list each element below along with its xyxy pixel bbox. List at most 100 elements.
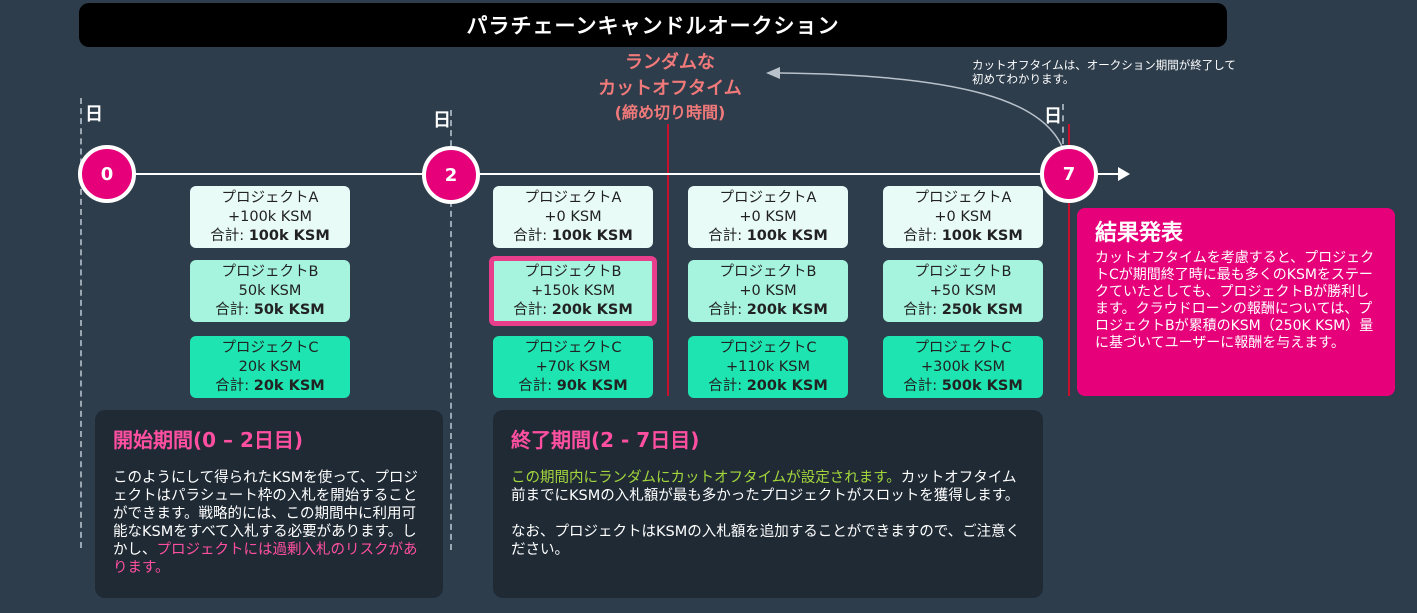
timeline-axis	[108, 173, 1128, 175]
total-prefix: 合計:	[513, 227, 552, 244]
project-total: 合計: 20k KSM	[190, 377, 350, 396]
project-box-c-col2: プロジェクトC +110k KSM 合計: 200k KSM	[688, 336, 848, 398]
start-period-box: 開始期間(0 – 2日目) このようにして得られたKSMを使って、プロジェクトは…	[95, 410, 443, 598]
total-prefix: 合計:	[513, 301, 552, 318]
total-prefix: 合計:	[708, 227, 747, 244]
project-box-c-col1: プロジェクトC +70k KSM 合計: 90k KSM	[493, 336, 653, 398]
project-total: 合計: 200k KSM	[688, 301, 848, 320]
project-name: プロジェクトA	[524, 189, 622, 206]
end-period-box: 終了期間(2 - 7日目) この期間内にランダムにカットオフタイムが設定されます…	[493, 410, 1043, 598]
project-delta: +0 KSM	[739, 208, 797, 225]
total-value: 100k KSM	[248, 227, 330, 244]
project-box-c-col3: プロジェクトC +300k KSM 合計: 500k KSM	[883, 336, 1043, 398]
day-label-0: 日	[85, 104, 103, 125]
day0-dashed-line	[80, 98, 82, 548]
page-title: パラチェーンキャンドルオークション	[79, 3, 1227, 47]
total-prefix: 合計:	[903, 227, 942, 244]
project-box-c-col0: プロジェクトC 20k KSM 合計: 20k KSM	[190, 336, 350, 398]
marker-day-0: 0	[78, 145, 136, 203]
project-name: プロジェクトA	[914, 189, 1012, 206]
total-value: 20k KSM	[253, 377, 325, 394]
total-prefix: 合計:	[518, 377, 557, 394]
project-total: 合計: 100k KSM	[688, 227, 848, 246]
timeline-arrow-icon	[1118, 167, 1130, 181]
project-total: 合計: 100k KSM	[883, 227, 1043, 246]
project-total: 合計: 250k KSM	[883, 301, 1043, 320]
result-body: カットオフタイムを考慮すると、プロジェクトCが期間終了時に最も多くのKSMをステ…	[1095, 250, 1375, 351]
project-name: プロジェクトC	[914, 339, 1012, 356]
project-delta: +0 KSM	[739, 282, 797, 299]
project-delta: +300k KSM	[920, 358, 1006, 375]
project-total: 合計: 500k KSM	[883, 377, 1043, 396]
total-value: 100k KSM	[746, 227, 828, 244]
project-name: プロジェクトB	[914, 263, 1012, 280]
project-total: 合計: 100k KSM	[493, 227, 653, 246]
project-name: プロジェクトC	[524, 339, 622, 356]
day-label-7: 日	[1044, 106, 1062, 127]
project-box-a-col0: プロジェクトA +100k KSM 合計: 100k KSM	[190, 186, 350, 248]
result-box: 結果発表 カットオフタイムを考慮すると、プロジェクトCが期間終了時に最も多くのK…	[1077, 208, 1395, 396]
project-name: プロジェクトB	[221, 263, 319, 280]
project-delta: +0 KSM	[544, 208, 602, 225]
total-prefix: 合計:	[210, 227, 249, 244]
cutoff-note: カットオフタイムは、オークション期間が終了して初めてわかります。	[972, 58, 1236, 86]
end-period-note: なお、プロジェクトはKSMの入札額を追加することができますので、ご注意ください。	[511, 524, 1021, 558]
total-prefix: 合計:	[215, 377, 254, 394]
total-value: 200k KSM	[746, 377, 828, 394]
project-delta: +150k KSM	[530, 282, 616, 299]
start-period-text: このようにして得られたKSMを使って、プロジェクトはパラシュート枠の入札を開始す…	[113, 470, 418, 558]
total-prefix: 合計:	[903, 301, 942, 318]
project-box-a-col2: プロジェクトA +0 KSM 合計: 100k KSM	[688, 186, 848, 248]
project-box-b-col2: プロジェクトB +0 KSM 合計: 200k KSM	[688, 260, 848, 322]
total-prefix: 合計:	[708, 301, 747, 318]
total-value: 90k KSM	[556, 377, 628, 394]
start-period-body: このようにして得られたKSMを使って、プロジェクトはパラシュート枠の入札を開始す…	[113, 469, 425, 577]
random-cutoff-line2: カットオフタイム	[598, 78, 742, 99]
project-delta: +0 KSM	[934, 208, 992, 225]
end-period-title: 終了期間(2 - 7日目)	[511, 428, 700, 452]
random-cutoff-line	[667, 124, 669, 396]
total-value: 50k KSM	[253, 301, 325, 318]
project-name: プロジェクトB	[719, 263, 817, 280]
end-period-highlight-text: この期間内にランダムにカットオフタイムが設定されます。	[511, 470, 901, 486]
total-value: 500k KSM	[941, 377, 1023, 394]
total-prefix: 合計:	[903, 377, 942, 394]
total-value: 250k KSM	[941, 301, 1023, 318]
total-value: 200k KSM	[746, 301, 828, 318]
project-total: 合計: 50k KSM	[190, 301, 350, 320]
project-name: プロジェクトB	[524, 263, 622, 280]
project-box-b-col1-highlighted: プロジェクトB +150k KSM 合計: 200k KSM	[489, 256, 657, 326]
total-prefix: 合計:	[708, 377, 747, 394]
project-delta: +70k KSM	[535, 358, 611, 375]
random-cutoff-label: ランダムな カットオフタイム (締め切り時間)	[560, 50, 780, 124]
total-value: 200k KSM	[551, 301, 633, 318]
project-total: 合計: 200k KSM	[494, 301, 652, 320]
project-name: プロジェクトA	[719, 189, 817, 206]
project-delta: 50k KSM	[238, 282, 302, 299]
project-delta: 20k KSM	[238, 358, 302, 375]
day-label-2: 日	[433, 110, 451, 131]
project-delta: +100k KSM	[227, 208, 313, 225]
total-value: 100k KSM	[551, 227, 633, 244]
project-box-b-col3: プロジェクトB +50 KSM 合計: 250k KSM	[883, 260, 1043, 322]
marker-day-7: 7	[1040, 145, 1098, 203]
day7-dashed-line	[1062, 104, 1064, 144]
end-line	[1068, 124, 1070, 396]
end-period-body: この期間内にランダムにカットオフタイムが設定されます。カットオフタイム前までにK…	[511, 469, 1025, 505]
end-period-text: カットオフタイム前までにKSMの入札額が最も多かったプロジェクトがスロットを獲得…	[511, 470, 1020, 504]
project-total: 合計: 100k KSM	[190, 227, 350, 246]
total-prefix: 合計:	[215, 301, 254, 318]
result-title: 結果発表	[1095, 221, 1184, 246]
project-name: プロジェクトA	[221, 189, 319, 206]
day2-dashed-line	[450, 110, 452, 550]
start-period-title: 開始期間(0 – 2日目)	[113, 428, 304, 452]
curved-arrow-icon	[766, 67, 1066, 156]
project-total: 合計: 90k KSM	[493, 377, 653, 396]
project-total: 合計: 200k KSM	[688, 377, 848, 396]
project-box-a-col1: プロジェクトA +0 KSM 合計: 100k KSM	[493, 186, 653, 248]
project-box-b-col0: プロジェクトB 50k KSM 合計: 50k KSM	[190, 260, 350, 322]
start-period-risk-text: プロジェクトには過剰入札のリスクがあります。	[113, 542, 418, 576]
random-cutoff-line3: (締め切り時間)	[614, 103, 726, 122]
marker-day-2: 2	[422, 146, 480, 204]
project-delta: +110k KSM	[725, 358, 811, 375]
